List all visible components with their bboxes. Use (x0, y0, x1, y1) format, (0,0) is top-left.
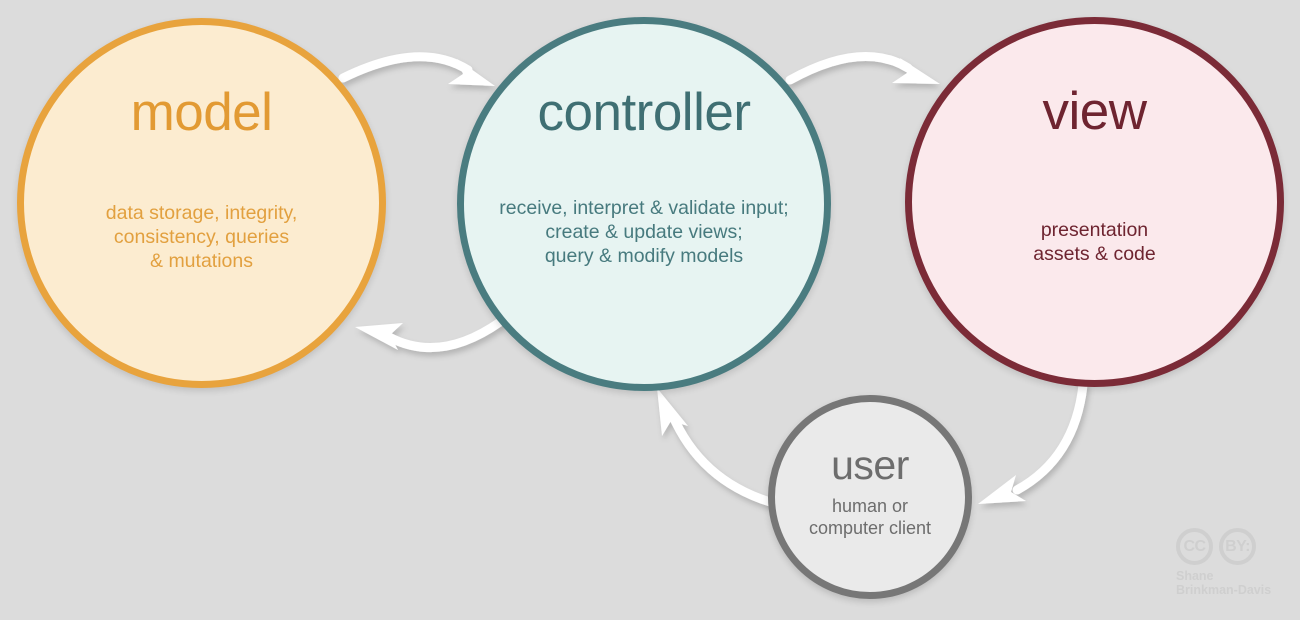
arrow-view-to-user (978, 380, 1088, 504)
node-model-subtitle-line-1: data storage, integrity, (105, 202, 298, 224)
node-model[interactable]: model data storage, integrity, consisten… (17, 18, 386, 388)
node-controller-subtitle-line-2: create & update views; (545, 220, 743, 243)
arrow-controller-to-model (355, 317, 505, 353)
arrow-controller-to-view (785, 51, 940, 85)
cc-icon: CC (1176, 528, 1213, 565)
node-view[interactable]: view presentation assets & code (905, 17, 1284, 387)
node-controller-subtitle-line-1: receive, interpret & validate input; (499, 197, 789, 219)
cc-license-marks: CC BY: (1176, 528, 1292, 565)
node-model-subtitle-line-2: consistency, queries (113, 225, 290, 248)
node-view-title: view (1042, 82, 1147, 141)
author-last-name: Brinkman-Davis (1176, 583, 1272, 598)
author-credit: Shane Brinkman-Davis (1176, 569, 1292, 598)
node-user-subtitle-line-1: human or (831, 496, 909, 516)
arrow-model-to-controller (338, 52, 495, 86)
node-user-subtitle-line-2: computer client (808, 517, 932, 538)
cc-by-icon: BY: (1219, 528, 1256, 565)
node-user-subtitle: human or computer client (809, 496, 931, 540)
node-model-subtitle: data storage, integrity, consistency, qu… (106, 202, 298, 273)
node-view-subtitle-line-2: assets & code (1033, 242, 1156, 265)
author-first-name: Shane (1176, 569, 1214, 583)
node-view-subtitle: presentation assets & code (1033, 219, 1155, 267)
node-user-title: user (831, 442, 909, 488)
node-model-title: model (130, 83, 273, 142)
node-controller-subtitle: receive, interpret & validate input; cre… (499, 197, 788, 268)
node-model-subtitle-line-3: & mutations (150, 249, 253, 272)
creative-commons-attribution: CC BY: Shane Brinkman-Davis (1176, 528, 1292, 610)
node-controller-title: controller (537, 83, 751, 142)
node-user[interactable]: user human or computer client (768, 395, 972, 599)
node-controller-subtitle-line-3: query & modify models (544, 244, 744, 267)
node-controller[interactable]: controller receive, interpret & validate… (457, 17, 831, 391)
node-view-subtitle-line-1: presentation (1040, 219, 1149, 241)
arrow-user-to-controller (657, 388, 775, 507)
